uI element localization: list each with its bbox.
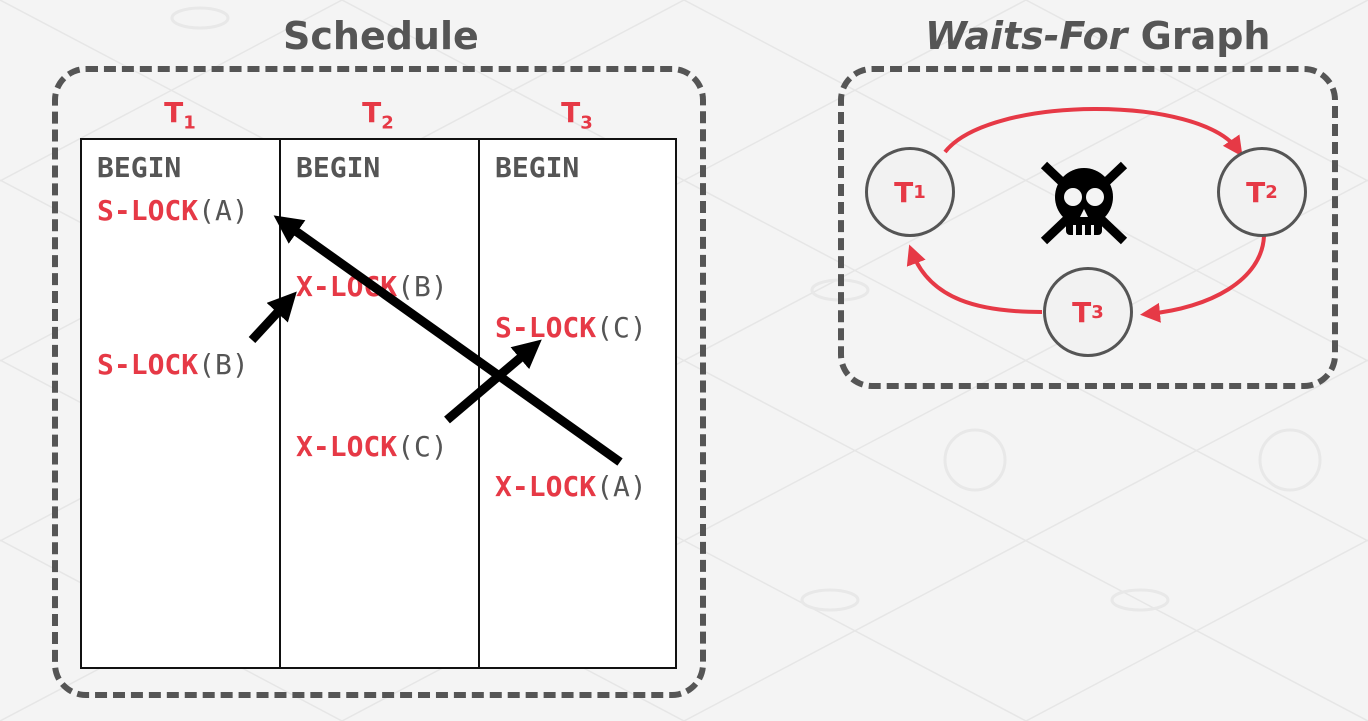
t3-begin: BEGIN — [495, 151, 580, 184]
t2-begin: BEGIN — [296, 151, 381, 184]
column-header-t2: T2 — [362, 96, 394, 134]
column-divider — [478, 140, 480, 667]
waits-for-graph-title: Waits-For Graph — [925, 14, 1270, 58]
t2-xlock-c: X-LOCK(C) — [296, 430, 448, 463]
graph-title-word: Graph — [1140, 14, 1271, 58]
waits-for-title-italic: Waits-For — [925, 14, 1128, 58]
column-divider — [279, 140, 281, 667]
t2-xlock-b: X-LOCK(B) — [296, 270, 448, 303]
schedule-title: Schedule — [283, 14, 479, 58]
t3-slock-c: S-LOCK(C) — [495, 311, 647, 344]
column-header-t1: T1 — [164, 96, 196, 134]
schedule-panel — [52, 66, 706, 698]
t1-slock-b: S-LOCK(B) — [97, 348, 249, 381]
column-header-t3: T3 — [561, 96, 593, 134]
t1-begin: BEGIN — [97, 151, 182, 184]
t3-xlock-a: X-LOCK(A) — [495, 470, 647, 503]
t1-slock-a: S-LOCK(A) — [97, 194, 249, 227]
waits-for-graph-panel — [838, 66, 1338, 389]
